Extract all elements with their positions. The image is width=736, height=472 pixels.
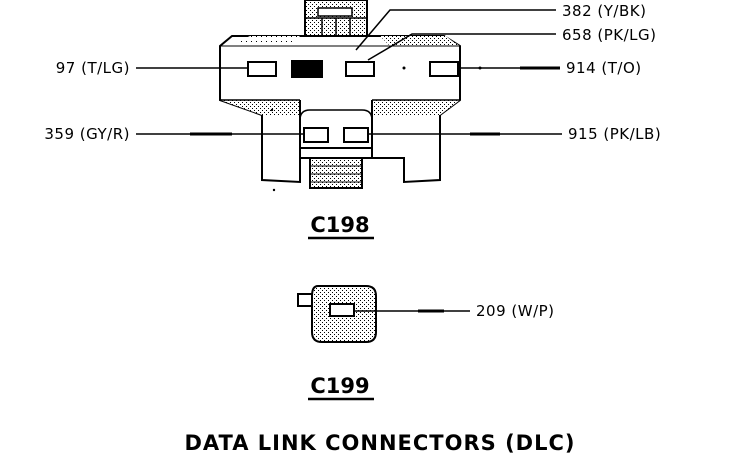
c198-label-915: 915 (PK/LB) (568, 125, 661, 143)
c198-pin-382 (345, 61, 375, 77)
connector-c198-body (219, 0, 482, 192)
c198-pin-915 (343, 127, 369, 143)
connector-c199-body (297, 285, 377, 343)
c198-pin-blocked (291, 60, 323, 78)
c198-label-359: 359 (GY/R) (44, 125, 130, 143)
c198-bottom-key (309, 157, 363, 189)
c198-label-382: 382 (Y/BK) (562, 2, 646, 20)
c199-connector-name: C199 (310, 374, 369, 398)
c198-pin-97 (247, 61, 277, 77)
c198-connector-name: C198 (310, 213, 369, 237)
c198-pin-914 (429, 61, 459, 77)
c199-pin-209 (329, 303, 355, 317)
c198-label-914: 914 (T/O) (566, 59, 642, 77)
diagram-title: DATA LINK CONNECTORS (DLC) (184, 431, 575, 455)
c199-label-209: 209 (W/P) (476, 302, 555, 320)
c198-label-658: 658 (PK/LG) (562, 26, 657, 44)
c198-label-97: 97 (T/LG) (56, 59, 130, 77)
c198-leaders (136, 9, 562, 136)
c198-pin-359 (303, 127, 329, 143)
